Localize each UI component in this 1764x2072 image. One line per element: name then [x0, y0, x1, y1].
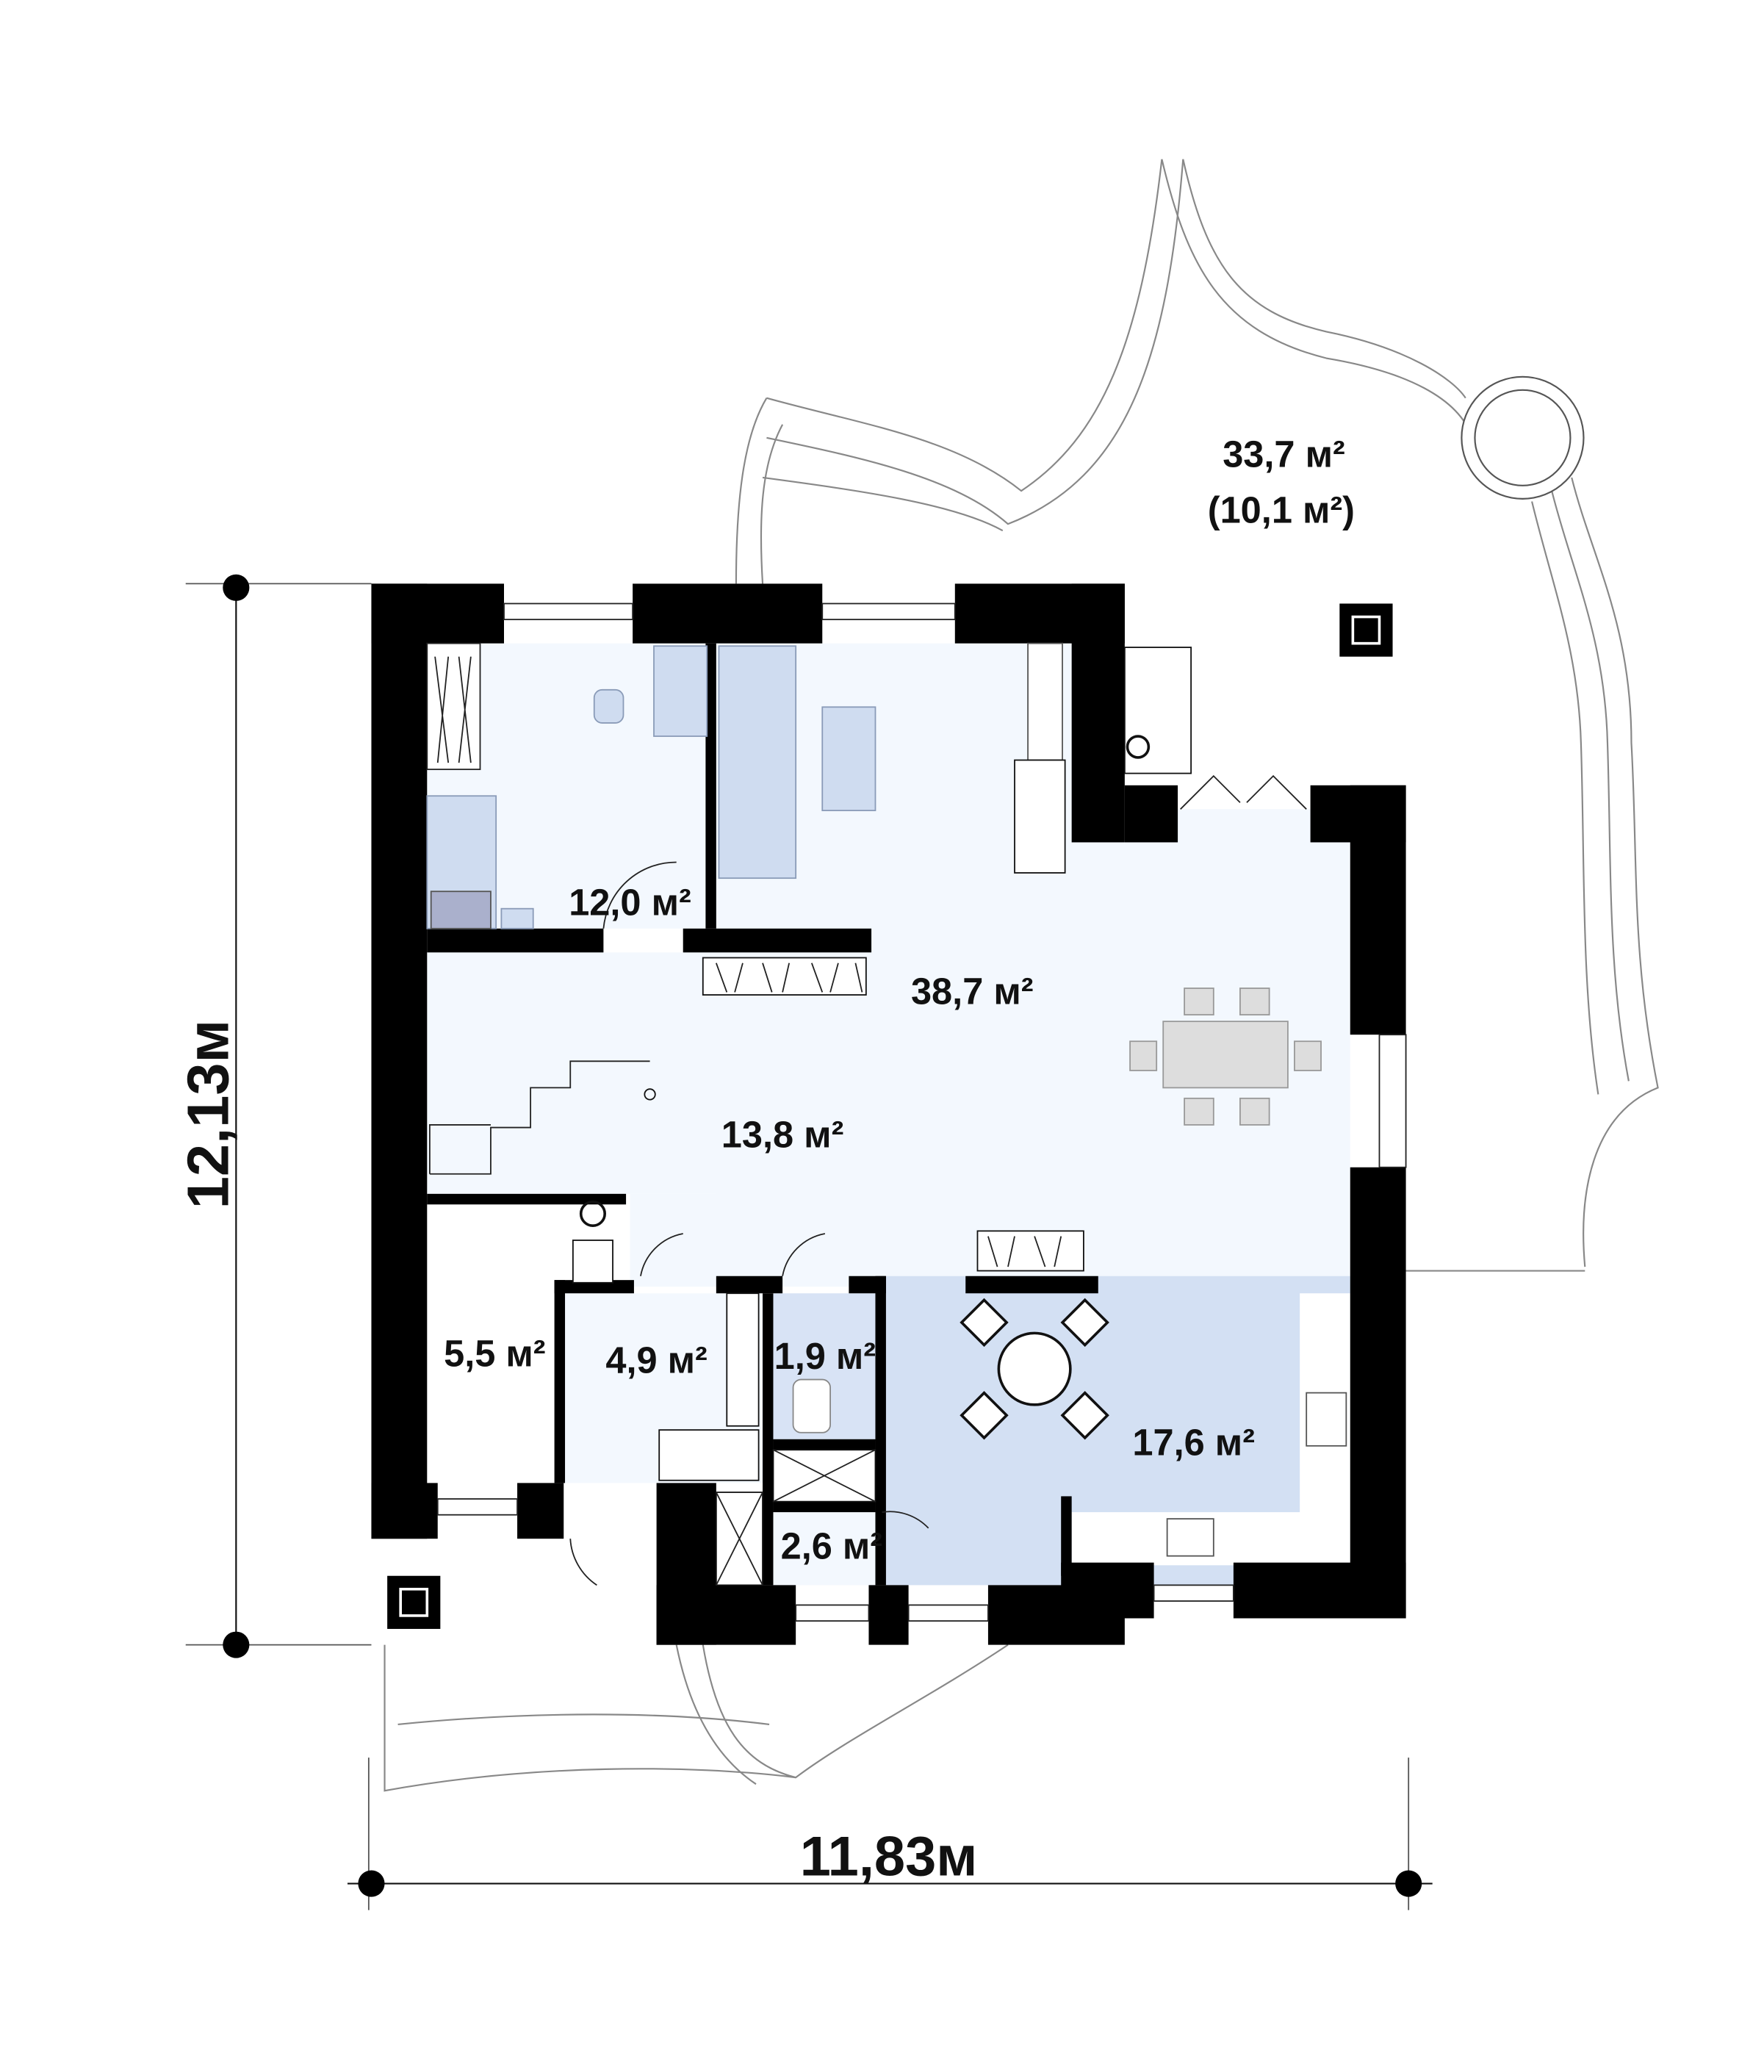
- room-area-wc: 1,9 м²: [774, 1335, 876, 1377]
- terrace-column: [1339, 603, 1393, 657]
- room-area-boiler: 2,6 м²: [781, 1525, 883, 1566]
- room-labels: 12,0 м² 38,7 м² 13,8 м² 5,5 м² 4,9 м² 1,…: [444, 434, 1355, 1567]
- terrace-covered-area: (10,1 м²): [1208, 489, 1355, 530]
- height-dimension-label: 12,13м: [176, 1020, 241, 1209]
- room-area-storage: 5,5 м²: [444, 1333, 546, 1375]
- furniture: [426, 642, 1347, 1586]
- entrance-column: [387, 1575, 441, 1629]
- height-dimension: [185, 574, 372, 1658]
- room-area-living: 38,7 м²: [911, 971, 1034, 1012]
- walls: [371, 583, 1406, 1645]
- terrace-area: 33,7 м²: [1223, 434, 1345, 475]
- windows: [436, 602, 1407, 1622]
- planter-circle: [1461, 375, 1585, 500]
- room-area-study: 12,0 м²: [569, 882, 691, 924]
- width-dimension: [347, 1758, 1433, 1910]
- room-area-hall: 13,8 м²: [721, 1114, 844, 1156]
- terrace-paths: [384, 159, 1659, 1792]
- room-area-entry: 4,9 м²: [605, 1339, 707, 1381]
- kitchen-table: [997, 1331, 1072, 1406]
- width-dimension-label: 11,83м: [800, 1826, 978, 1888]
- room-area-kitchen: 17,6 м²: [1132, 1421, 1255, 1463]
